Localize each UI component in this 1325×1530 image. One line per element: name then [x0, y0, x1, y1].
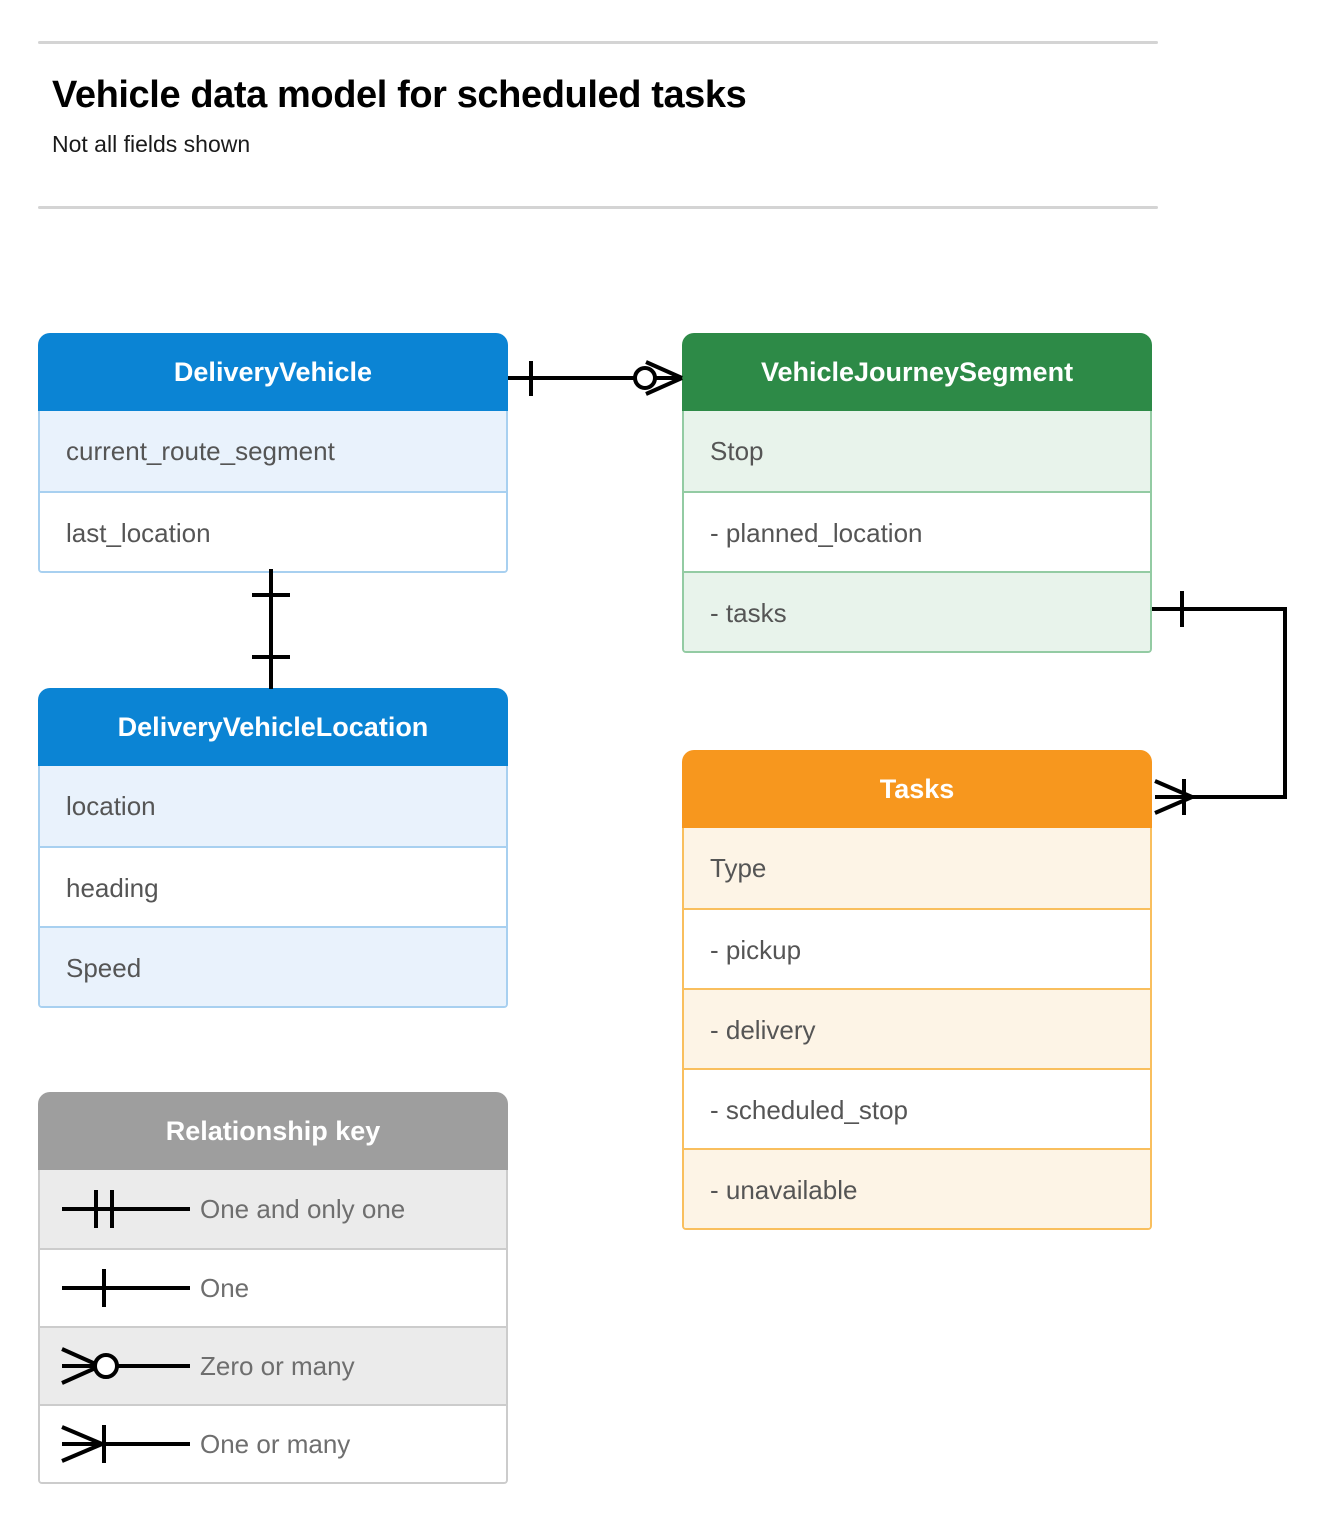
one-and-only-one-icon	[40, 1170, 200, 1248]
connector-journey-segment-to-tasks	[1152, 591, 1287, 815]
entity-field: heading	[40, 846, 506, 926]
legend-item-zero-or-many: Zero or many	[40, 1326, 506, 1404]
header-divider-bottom	[38, 206, 1158, 209]
legend-rows: One and only one One Zero	[38, 1170, 508, 1484]
entity-field: Type	[684, 828, 1150, 908]
entity-field: - delivery	[684, 988, 1150, 1068]
entity-vehicle-journey-segment[interactable]: VehicleJourneySegment Stop - planned_loc…	[682, 333, 1152, 653]
legend-label: One and only one	[200, 1193, 406, 1224]
legend-item-one: One	[40, 1248, 506, 1326]
entity-field: current_route_segment	[40, 411, 506, 491]
entity-delivery-vehicle-location[interactable]: DeliveryVehicleLocation location heading…	[38, 688, 508, 1008]
entity-field: last_location	[40, 491, 506, 571]
entity-field: Speed	[40, 926, 506, 1006]
entity-field: Stop	[684, 411, 1150, 491]
connector-vehicle-to-journey-segment	[508, 360, 683, 396]
entity-fields-vehicle-journey-segment: Stop - planned_location - tasks	[682, 411, 1152, 653]
legend-label: Zero or many	[200, 1350, 355, 1381]
zero-or-many-icon	[40, 1328, 200, 1404]
entity-field: - unavailable	[684, 1148, 1150, 1228]
entity-title-vehicle-journey-segment: VehicleJourneySegment	[682, 333, 1152, 411]
connector-vehicle-to-vehicle-location	[252, 569, 290, 689]
legend-label: One or many	[200, 1428, 351, 1459]
one-or-many-icon	[40, 1406, 200, 1482]
legend-item-one-or-many: One or many	[40, 1404, 506, 1482]
one-icon	[40, 1250, 200, 1326]
legend-item-one-and-only-one: One and only one	[40, 1170, 506, 1248]
entity-tasks[interactable]: Tasks Type - pickup - delivery - schedul…	[682, 750, 1152, 1230]
entity-fields-tasks: Type - pickup - delivery - scheduled_sto…	[682, 828, 1152, 1230]
relationship-key-legend[interactable]: Relationship key One and only one One	[38, 1092, 508, 1484]
page-subtitle: Not all fields shown	[52, 131, 251, 157]
entity-fields-delivery-vehicle-location: location heading Speed	[38, 766, 508, 1008]
legend-label: One	[200, 1272, 250, 1303]
entity-field: - tasks	[684, 571, 1150, 651]
entity-field: - scheduled_stop	[684, 1068, 1150, 1148]
page-title: Vehicle data model for scheduled tasks	[52, 74, 747, 116]
entity-delivery-vehicle[interactable]: DeliveryVehicle current_route_segment la…	[38, 333, 508, 573]
entity-title-delivery-vehicle: DeliveryVehicle	[38, 333, 508, 411]
entity-field: - pickup	[684, 908, 1150, 988]
entity-field: location	[40, 766, 506, 846]
entity-title-delivery-vehicle-location: DeliveryVehicleLocation	[38, 688, 508, 766]
entity-title-tasks: Tasks	[682, 750, 1152, 828]
header-divider-top	[38, 41, 1158, 44]
entity-field: - planned_location	[684, 491, 1150, 571]
legend-title: Relationship key	[38, 1092, 508, 1170]
entity-fields-delivery-vehicle: current_route_segment last_location	[38, 411, 508, 573]
